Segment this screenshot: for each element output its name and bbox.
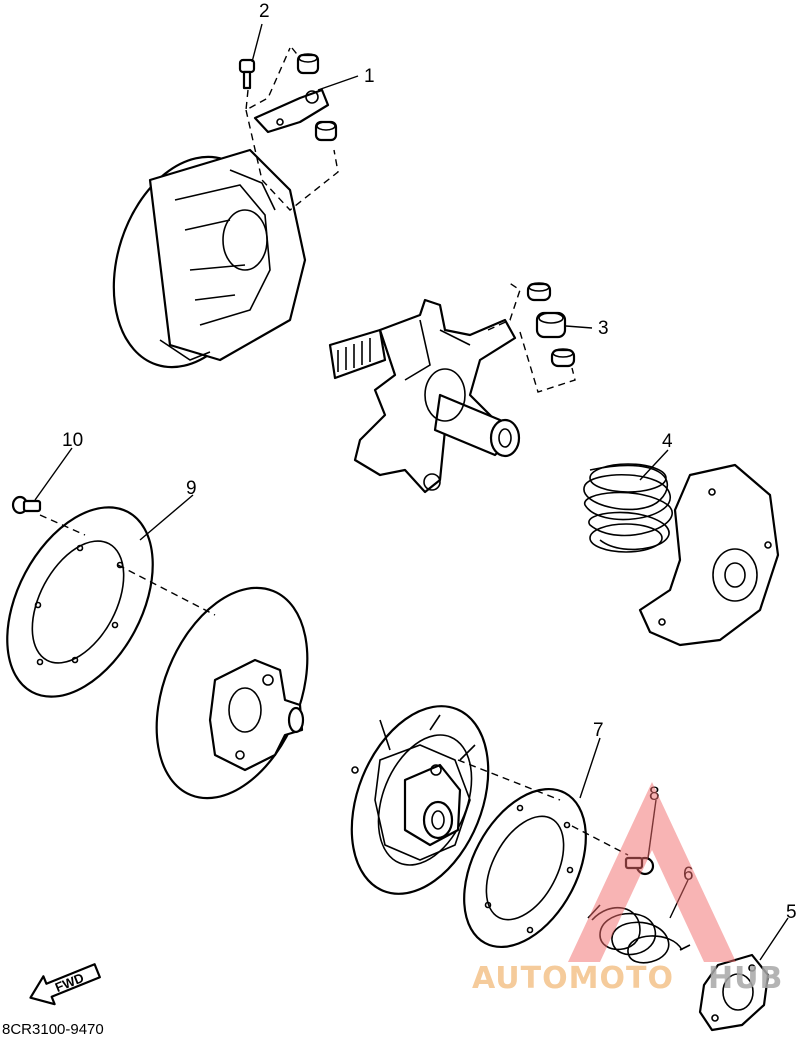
bushing-bottom-part — [314, 120, 338, 142]
bolt-part — [11, 495, 42, 515]
fwd-arrow: FWD — [29, 963, 101, 1006]
watermark-text-part1: AUTOMOTO — [472, 961, 674, 996]
callout-1: 1 — [364, 66, 375, 87]
movable-sheave-disc-part — [155, 586, 309, 800]
callout-2: 2 — [259, 1, 270, 22]
callout-10: 10 — [62, 430, 83, 451]
primary-spring-part — [583, 463, 673, 553]
watermark-logo: AUTOMOTO HUB — [472, 782, 783, 996]
weight-bracket-part — [253, 88, 330, 134]
callout-3: 3 — [598, 318, 609, 339]
assembly-line-left — [39, 514, 216, 616]
callout-4: 4 — [662, 431, 673, 452]
end-cap-part — [698, 953, 770, 1032]
assembly-line-spider — [487, 281, 576, 393]
roller-top-part — [526, 282, 552, 302]
screw-part — [238, 58, 256, 90]
watermark-text-part2: HUB — [708, 961, 783, 996]
spring-cover-part — [638, 463, 780, 647]
callout-9: 9 — [186, 478, 197, 499]
roller-bottom-part — [550, 348, 576, 368]
callout-7: 7 — [593, 720, 604, 741]
fwd-label: FWD — [53, 970, 86, 995]
roller-middle-part — [535, 311, 567, 339]
bushing-top-part — [296, 53, 320, 75]
secondary-sheave-part — [350, 705, 490, 895]
assembly-line-upper — [245, 47, 339, 211]
assembly-line-right — [457, 759, 629, 856]
drawing-code: 8CR3100-9470 — [2, 1021, 104, 1038]
gasket-ring-part — [463, 787, 587, 949]
upper-sheave-part — [112, 148, 307, 369]
callout-5: 5 — [786, 902, 797, 923]
spider-hub-part — [328, 298, 521, 494]
shim-ring-part — [6, 506, 154, 698]
watermark-triangle — [568, 782, 736, 962]
